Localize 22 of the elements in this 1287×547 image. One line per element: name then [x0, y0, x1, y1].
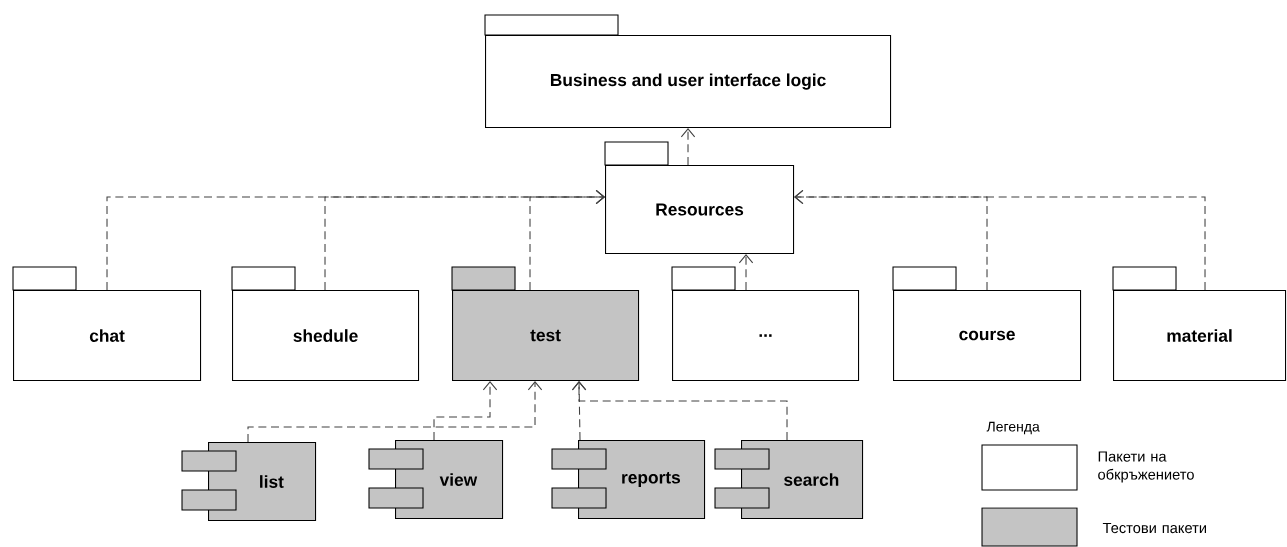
component-box: list: [181, 442, 317, 522]
dependency-arrow: [738, 254, 754, 291]
legend-title: Легенда: [986, 421, 1040, 435]
dependency-arrow: [247, 381, 543, 443]
legend-label: Тестови пакети: [1102, 522, 1206, 534]
component-box: search: [714, 440, 864, 520]
dependency-arrow: [433, 381, 498, 441]
package-box: Business and user interface logic: [484, 14, 892, 129]
package-box: test: [451, 266, 640, 382]
package-box: shedule: [231, 266, 420, 382]
package-box: chat: [12, 266, 202, 382]
dependency-arrow: [794, 189, 1206, 291]
dependency-arrow: [680, 128, 696, 166]
package-box: ...: [671, 266, 860, 382]
component-box: view: [368, 440, 504, 520]
component-box: reports: [551, 440, 706, 520]
package-box: course: [892, 266, 1082, 382]
dependency-arrow: [529, 189, 605, 291]
package-box: Resources: [604, 141, 795, 255]
dependency-arrow: [571, 381, 788, 441]
legend-label: Пакети на обкръжението: [1098, 451, 1194, 483]
package-box: material: [1112, 266, 1287, 382]
